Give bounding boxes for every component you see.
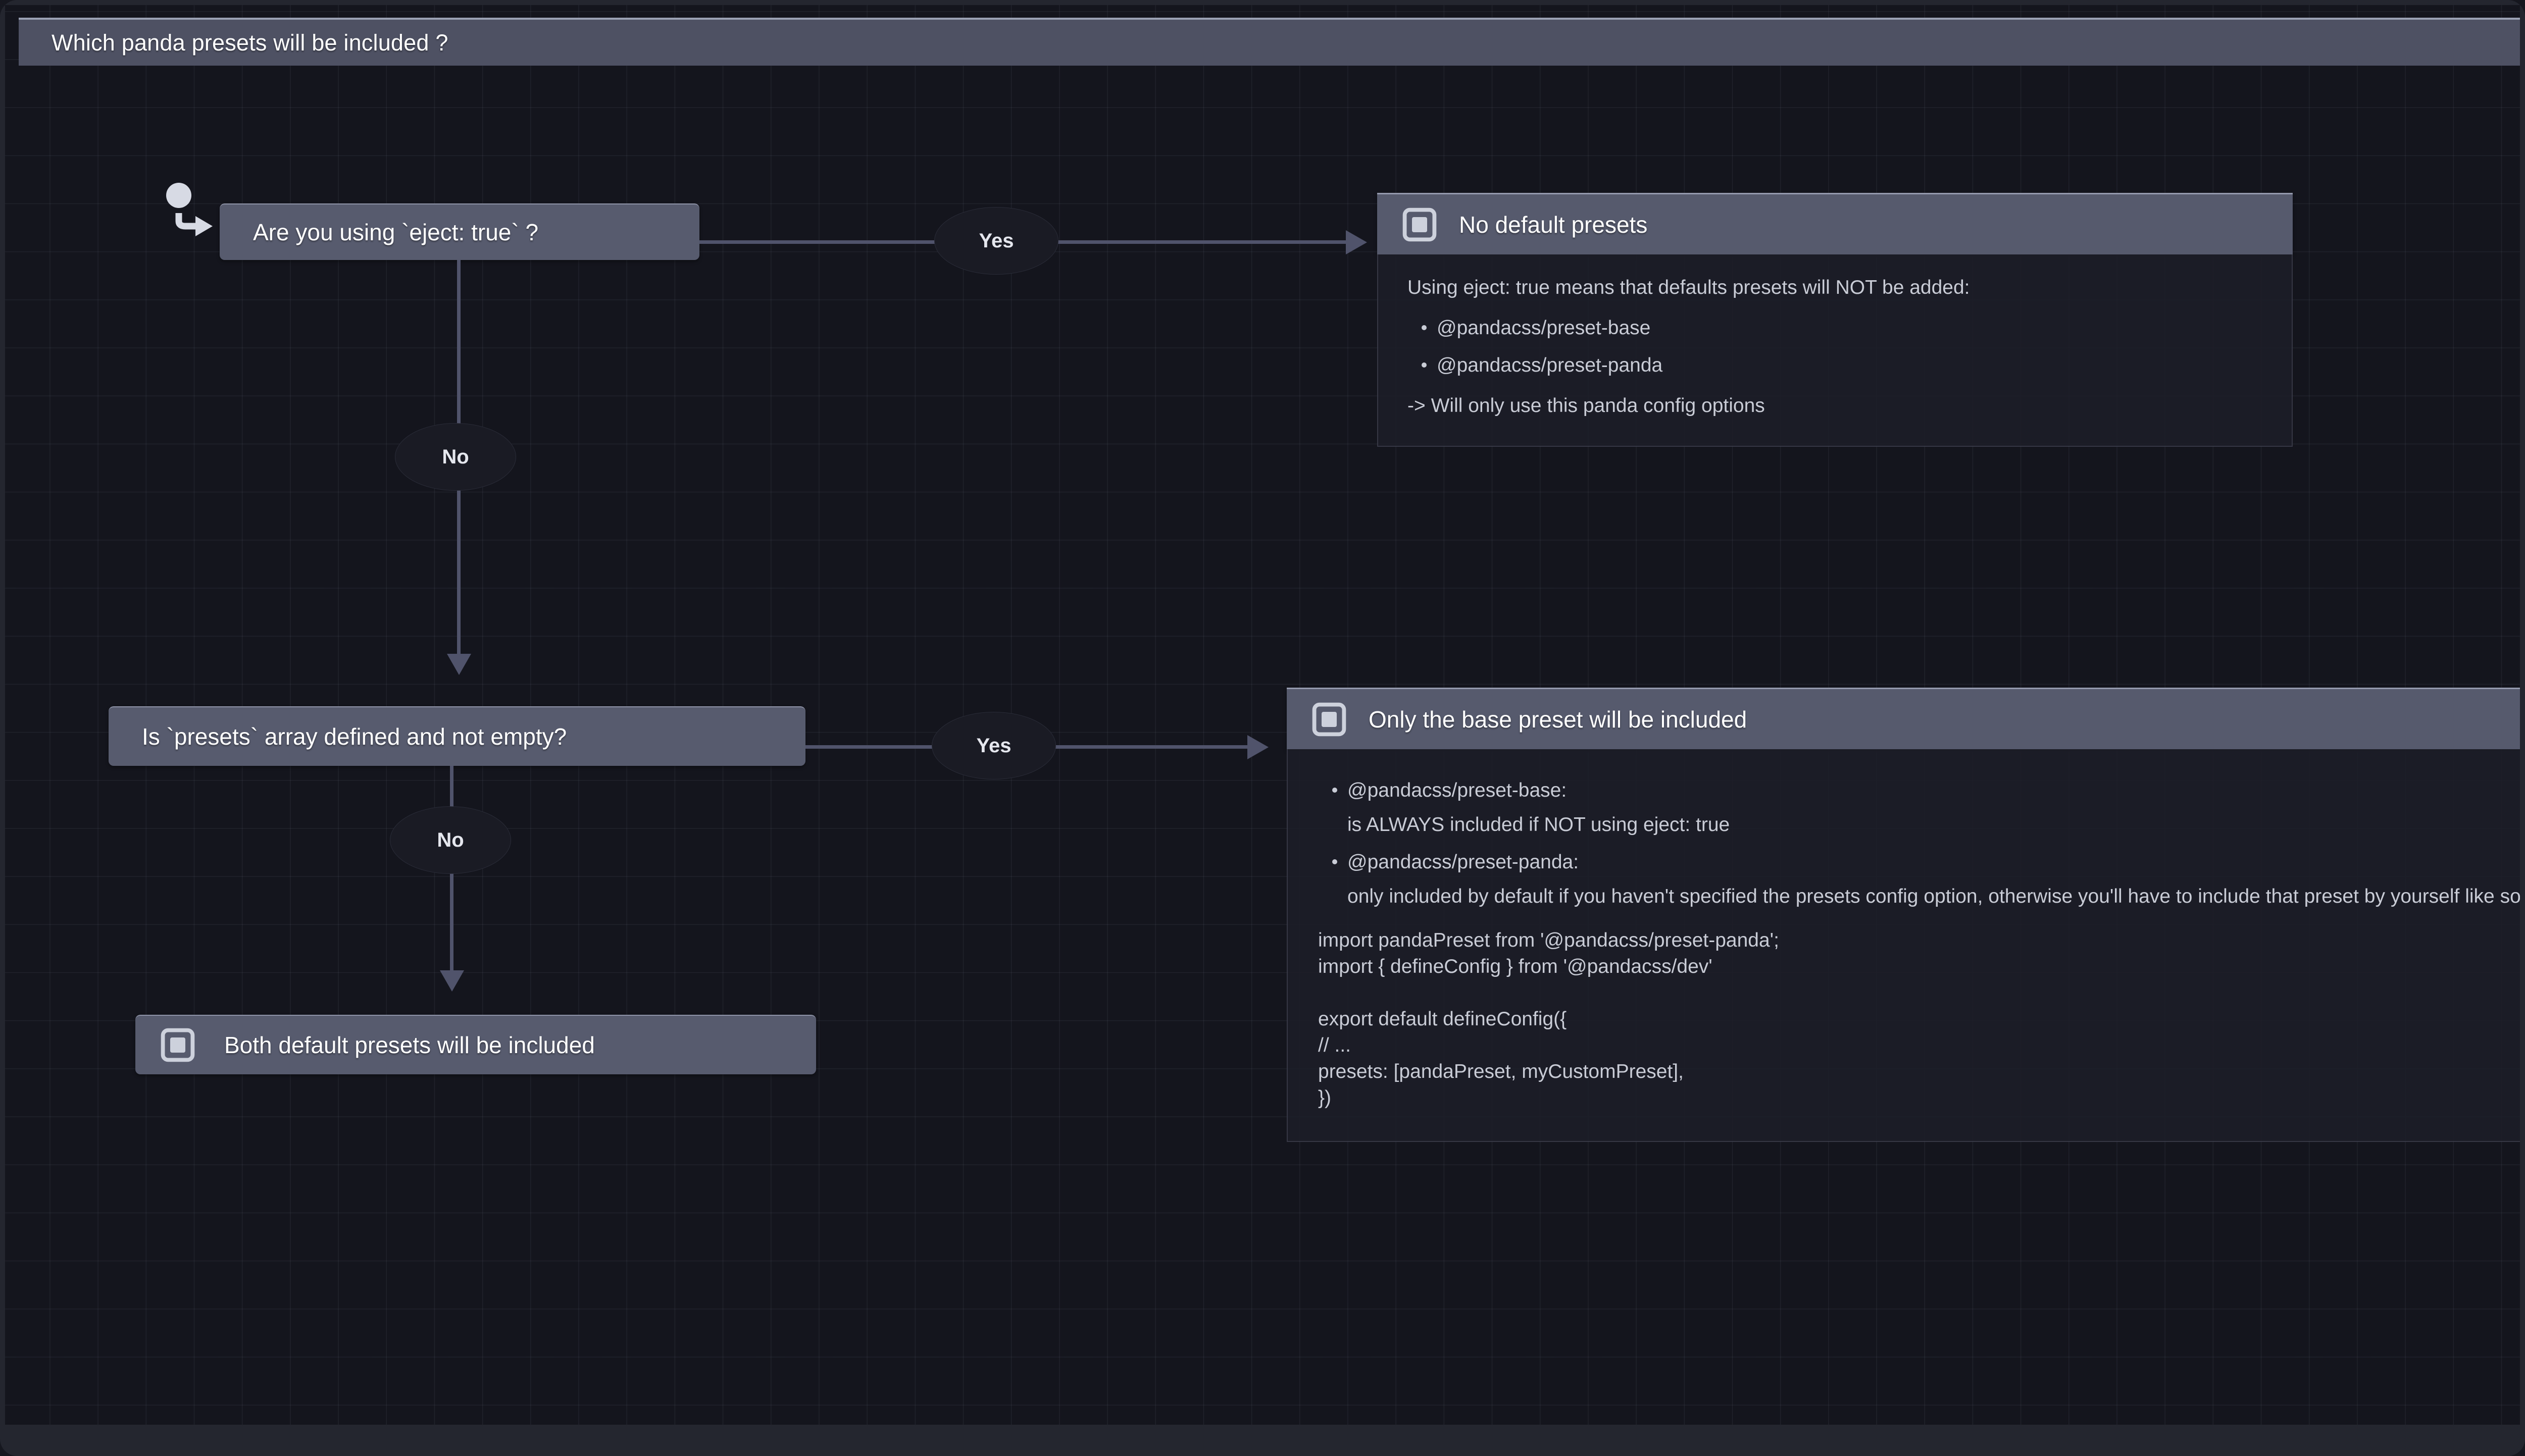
list-item: @pandacss/preset-base <box>1422 315 2262 341</box>
note-bullet-list: @pandacss/preset-base @pandacss/preset-p… <box>1407 315 2262 379</box>
terminal-node-both-presets-label: Both default presets will be included <box>224 1032 595 1058</box>
code-line: presets: [pandaPreset, myCustomPreset], <box>1318 1060 1684 1082</box>
edge-label-eject-no: No <box>395 423 516 491</box>
list-item: @pandacss/preset-panda: only included by… <box>1332 849 2520 910</box>
note-card-base-preset-only[interactable]: Only the base preset will be included @p… <box>1287 688 2520 1142</box>
connector-presets-no <box>450 766 453 983</box>
note-card-header: Only the base preset will be included <box>1287 688 2520 749</box>
decision-node-eject-label: Are you using `eject: true` ? <box>253 219 539 245</box>
note-card-no-default-presets[interactable]: No default presets Using eject: true mea… <box>1377 193 2293 447</box>
code-line: import { defineConfig } from '@pandacss/… <box>1318 956 1712 978</box>
edge-label-eject-yes: Yes <box>934 207 1058 275</box>
decision-node-presets[interactable]: Is `presets` array defined and not empty… <box>109 706 805 766</box>
decision-node-eject[interactable]: Are you using `eject: true` ? <box>220 203 699 260</box>
note-card-body: @pandacss/preset-base: is ALWAYS include… <box>1287 749 2520 1142</box>
note-square-icon <box>1311 701 1347 738</box>
note-intro-text: Using eject: true means that defaults pr… <box>1407 277 1970 298</box>
list-item: @pandacss/preset-base: is ALWAYS include… <box>1332 777 2520 838</box>
note-square-icon <box>160 1027 196 1063</box>
terminal-node-both-presets[interactable]: Both default presets will be included <box>135 1015 816 1074</box>
note-bullet-list: @pandacss/preset-base: is ALWAYS include… <box>1318 777 2520 909</box>
note-square-icon <box>1401 206 1438 243</box>
note-card-body: Using eject: true means that defaults pr… <box>1377 254 2293 447</box>
code-block: import pandaPreset from '@pandacss/prese… <box>1318 927 2520 1111</box>
code-line: }) <box>1318 1086 1332 1109</box>
note-card-title: No default presets <box>1459 211 1648 238</box>
note-card-header: No default presets <box>1377 193 2293 254</box>
decision-node-presets-label: Is `presets` array defined and not empty… <box>142 723 567 750</box>
code-line: export default defineConfig({ <box>1318 1008 1567 1030</box>
edge-label-presets-no: No <box>390 806 511 874</box>
list-item-sub: only included by default if you haven't … <box>1347 885 2520 907</box>
arrow-right-icon <box>1346 230 1367 254</box>
arrow-down-icon <box>447 654 471 675</box>
diagram-title-bar: Which panda presets will be included ? <box>19 18 2520 66</box>
code-line <box>1318 980 2520 1006</box>
code-line: import pandaPreset from '@pandacss/prese… <box>1318 929 1779 952</box>
list-item: @pandacss/preset-panda <box>1422 352 2262 379</box>
start-circle-arrow-icon <box>154 172 220 240</box>
note-card-title: Only the base preset will be included <box>1369 706 1747 733</box>
edge-label-presets-yes: Yes <box>932 712 1056 779</box>
list-item-sub: is ALWAYS included if NOT using eject: t… <box>1347 813 1730 836</box>
page-title: Which panda presets will be included ? <box>52 29 448 56</box>
flowchart-canvas[interactable]: Which panda presets will be included ? A… <box>5 5 2520 1425</box>
list-item-head: @pandacss/preset-panda: <box>1347 851 1579 873</box>
note-outro-text: -> Will only use this panda config optio… <box>1407 394 1765 417</box>
code-line: // ... <box>1318 1034 1351 1056</box>
list-item-head: @pandacss/preset-base: <box>1347 779 1567 801</box>
arrow-right-icon <box>1247 735 1269 759</box>
arrow-down-icon <box>440 970 464 992</box>
